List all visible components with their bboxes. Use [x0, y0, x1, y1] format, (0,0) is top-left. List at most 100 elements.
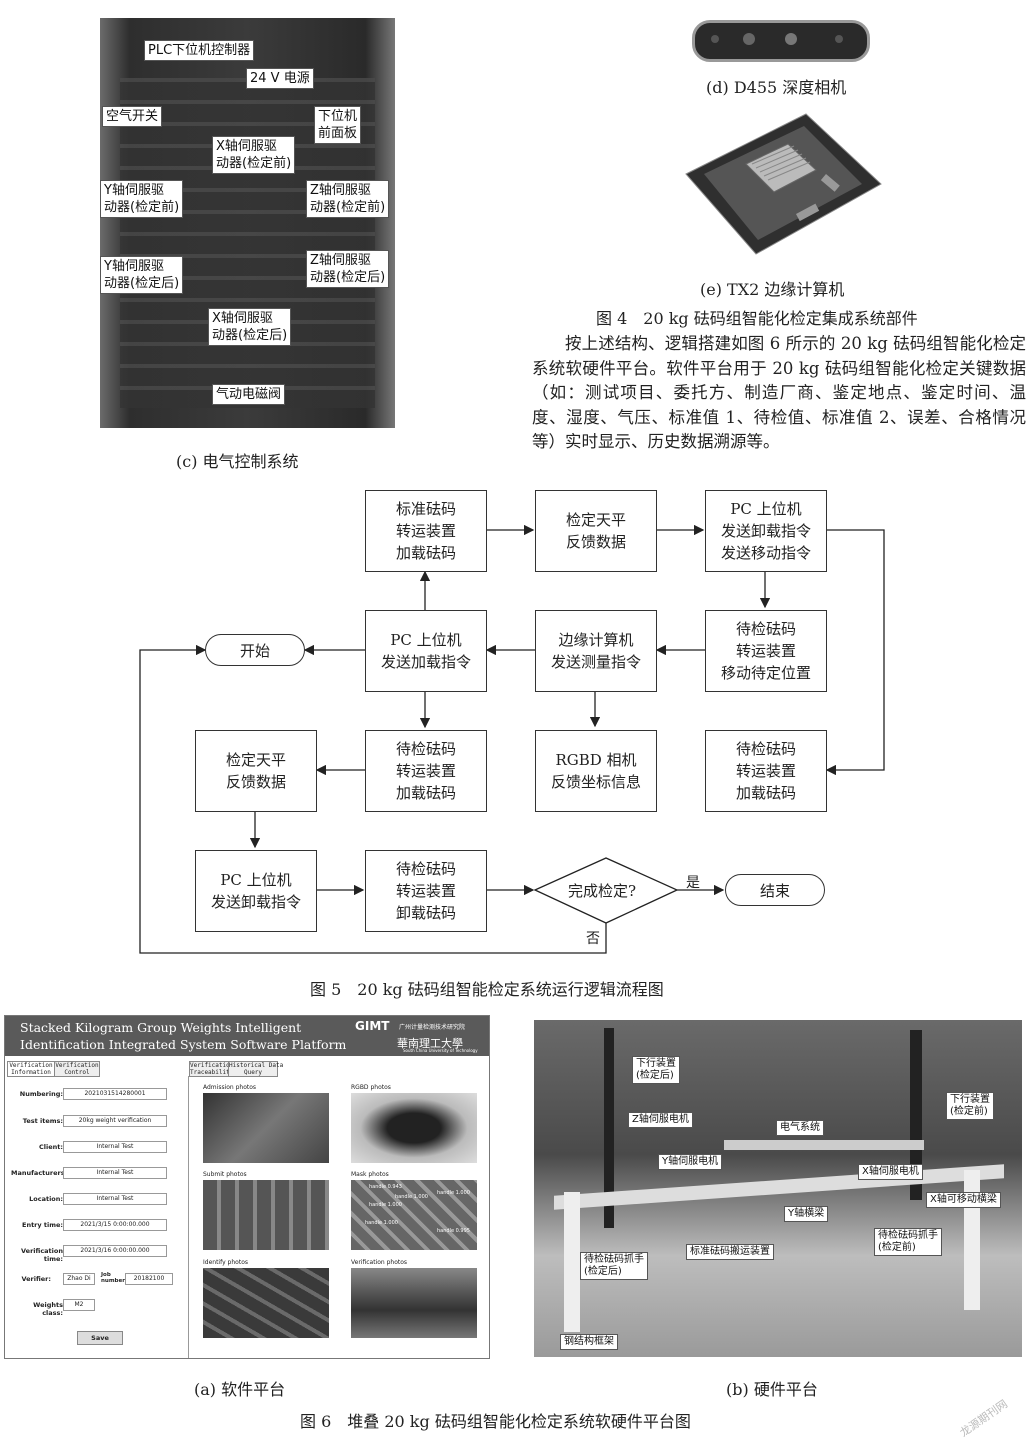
flow-standard-load: 标准砝码 转运装置 加载砝码 [365, 490, 487, 572]
hw-label-standard-carrier: 标准砝码搬运装置 [686, 1244, 774, 1260]
caption-e: (e) TX2 边缘计算机 [700, 280, 845, 299]
tab-verification-traceability[interactable]: Verification Traceability [189, 1061, 234, 1077]
watermark: 龙源期刊网 [957, 1397, 1011, 1440]
verification-time-field[interactable]: 2021/3/16 0:00:00.000 [63, 1245, 167, 1257]
mask-text-5: handle 0.995 [437, 1228, 470, 1234]
label-admission-photos: Admission photos [203, 1084, 257, 1091]
flow-rgbd-feedback: RGBD 相机 反馈坐标信息 [535, 730, 657, 812]
label-solenoid: 气动电磁阀 [212, 384, 286, 405]
software-title-2: Identification Integrated System Softwar… [20, 1037, 347, 1052]
label-verifier: Verifier: [21, 1275, 51, 1283]
label-submit-photos: Submit photos [203, 1171, 247, 1178]
depth-camera-image [692, 20, 870, 62]
label-y-servo-before: Y轴伺服驱 动器(检定前) [100, 180, 184, 218]
caption-c: (c) 电气控制系统 [176, 452, 299, 471]
label-z-servo-after: Z轴伺服驱 动器(检定后) [306, 250, 390, 288]
label-client: Client: [39, 1143, 63, 1151]
mask-text-2: handle 1.000 [395, 1194, 428, 1200]
caption-a: (a) 软件平台 [194, 1380, 286, 1399]
label-verification-photos: Verification photos [351, 1259, 408, 1266]
numbering-field[interactable]: 2021031514280001 [63, 1088, 167, 1100]
label-front-panel: 下位机 前面板 [314, 106, 362, 144]
flow-balance-feedback-2: 检定天平 反馈数据 [195, 730, 317, 812]
mask-text-4: handle 1.000 [365, 1220, 398, 1226]
flow-pc-load: PC 上位机 发送加载指令 [365, 610, 487, 692]
hw-label-gripper-after: 待检砝码抓手 (检定后) [580, 1252, 648, 1280]
test-items-select[interactable]: 20kg weight verification [63, 1115, 167, 1127]
hardware-platform-photo: 下行装置 (检定后) 下行装置 (检定前) Z轴伺服电机 电气系统 Y轴伺服电机… [534, 1020, 1022, 1357]
flow-end: 结束 [725, 874, 825, 906]
label-x-servo-after: X轴伺服驱 动器(检定后) [208, 308, 292, 346]
label-z-servo-before: Z轴伺服驱 动器(检定前) [306, 180, 390, 218]
label-rgbd-photos: RGBD photos [351, 1084, 391, 1091]
label-test-items: Test items: [22, 1117, 63, 1125]
mask-photo: handle 0.943 handle 1.000 handle 1.000 h… [351, 1180, 477, 1250]
software-title-1: Stacked Kilogram Group Weights Intellige… [20, 1020, 302, 1035]
flowchart-connectors [139, 524, 885, 954]
mask-text-1: handle 0.943 [369, 1184, 402, 1190]
hw-label-down-before: 下行装置 (检定前) [946, 1092, 994, 1120]
caption-b: (b) 硬件平台 [726, 1380, 818, 1399]
verification-photo [351, 1268, 477, 1338]
entry-time-field[interactable]: 2021/3/15 0:00:00.000 [63, 1219, 167, 1231]
tx2-board-image [685, 113, 882, 255]
flow-pc-unload-move: PC 上位机 发送卸载指令 发送移动指令 [705, 490, 827, 572]
fig5-caption: 图 5 20 kg 砝码组智能检定系统运行逻辑流程图 [310, 980, 664, 999]
label-mask-photos: Mask photos [351, 1171, 389, 1178]
flow-pc-unload: PC 上位机 发送卸载指令 [195, 850, 317, 932]
hw-label-steel-frame: 钢结构框架 [560, 1334, 618, 1350]
university-logo: 華南理工大學 [397, 1037, 463, 1050]
label-entry-time: Entry time: [22, 1221, 63, 1229]
flow-test-move: 待检砝码 转运装置 移动待定位置 [705, 610, 827, 692]
tab-verification-control[interactable]: Verification Control [54, 1061, 100, 1077]
university-logo-en: South China University of Technology [403, 1048, 478, 1053]
label-y-servo-after: Y轴伺服驱 动器(检定后) [100, 256, 184, 294]
flow-test-load-right: 待检砝码 转运装置 加载砝码 [705, 730, 827, 812]
tab-historical-data-query[interactable]: Historical Data Query [228, 1061, 284, 1077]
weights-class-select[interactable]: M2 [63, 1299, 95, 1311]
hw-label-x-motor: X轴伺服电机 [858, 1164, 923, 1180]
hw-label-electrical: 电气系统 [776, 1120, 824, 1136]
flow-yes-label: 是 [686, 875, 700, 891]
label-plc: PLC下位机控制器 [144, 40, 255, 61]
client-field[interactable]: Internal Test [63, 1141, 167, 1153]
hw-label-y-motor: Y轴伺服电机 [658, 1154, 723, 1170]
hw-label-z-motor: Z轴伺服电机 [628, 1112, 693, 1128]
caption-d: (d) D455 深度相机 [706, 78, 847, 97]
fig4-caption: 图 4 20 kg 砝码组智能化检定集成系统部件 [596, 309, 918, 328]
hw-label-down-after: 下行装置 (检定后) [632, 1056, 680, 1084]
flow-test-load: 待检砝码 转运装置 加载砝码 [365, 730, 487, 812]
label-location: Location: [29, 1195, 63, 1203]
label-24v: 24 V 电源 [246, 68, 314, 89]
job-number-field[interactable]: 20182100 [125, 1273, 173, 1285]
location-select[interactable]: Internal Test [63, 1193, 167, 1205]
software-header: Stacked Kilogram Group Weights Intellige… [5, 1016, 489, 1056]
mask-text-6: handle 1.000 [369, 1202, 402, 1208]
flow-no-label: 否 [586, 931, 600, 947]
tab-verification-information[interactable]: Verification Information [7, 1061, 55, 1077]
fig6-caption: 图 6 堆叠 20 kg 砝码组智能化检定系统软硬件平台图 [300, 1412, 691, 1431]
label-verification-time: Verification time: [20, 1247, 63, 1263]
hw-label-x-beam: X轴可移动横梁 [926, 1192, 1001, 1208]
flow-test-unload: 待检砝码 转运装置 卸载砝码 [365, 850, 487, 932]
flow-balance-feedback-1: 检定天平 反馈数据 [535, 490, 657, 572]
verifier-field[interactable]: Zhao Di [63, 1273, 95, 1285]
save-button[interactable]: Save [77, 1331, 123, 1345]
label-manufacturers: Manufacturers: [11, 1169, 68, 1177]
label-x-servo-before: X轴伺服驱 动器(检定前) [212, 136, 296, 174]
admission-photo [203, 1093, 329, 1163]
hw-label-gripper-before: 待检砝码抓手 (检定前) [874, 1228, 942, 1256]
software-platform-screenshot: Stacked Kilogram Group Weights Intellige… [4, 1015, 490, 1359]
hw-label-y-beam: Y轴横梁 [784, 1206, 829, 1222]
gimt-logo: GIMT [355, 1019, 390, 1033]
manufacturers-field[interactable]: Internal Test [63, 1167, 167, 1179]
identify-photo [203, 1268, 329, 1338]
body-paragraph: 按上述结构、逻辑搭建如图 6 所示的 20 kg 砝码组智能化检定系统软硬件平台… [532, 334, 1026, 451]
electrical-control-photo: PLC下位机控制器 24 V 电源 空气开关 下位机 前面板 X轴伺服驱 动器(… [100, 18, 395, 428]
flow-decision-label: 完成检定? [568, 882, 637, 900]
rgbd-photo [351, 1093, 477, 1163]
label-numbering: Numbering: [19, 1090, 63, 1098]
submit-photo [203, 1180, 329, 1250]
label-job-number: Job number: [101, 1272, 128, 1284]
flow-edge-measure: 边缘计算机 发送测量指令 [535, 610, 657, 692]
